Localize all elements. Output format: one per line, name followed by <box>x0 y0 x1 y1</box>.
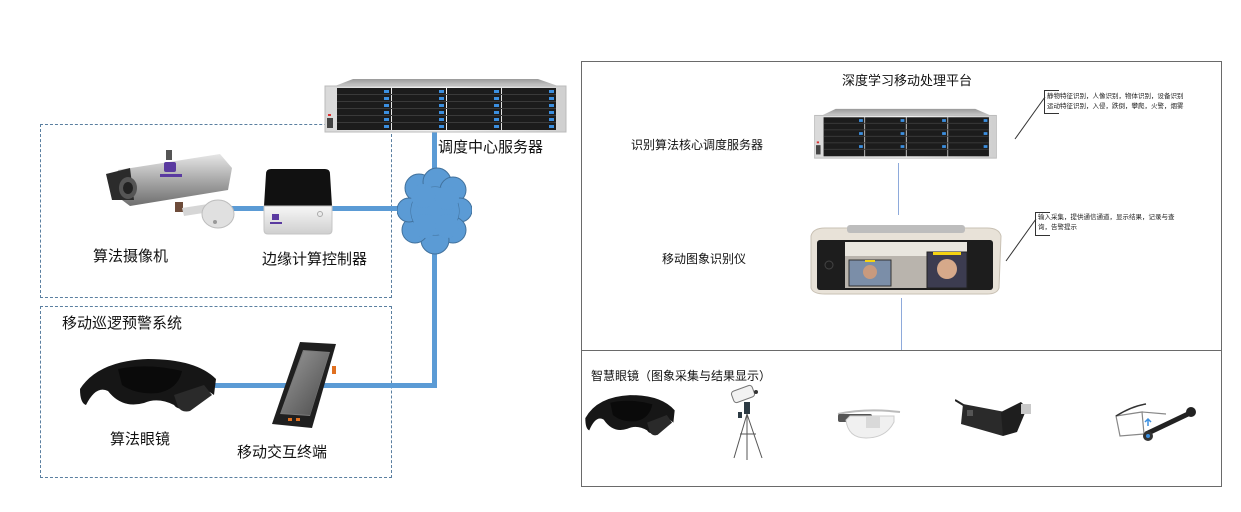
link-cloud-down <box>432 248 437 388</box>
bullet-camera-icon <box>100 148 240 233</box>
patrol-system-title: 移动巡逻预警系统 <box>62 314 183 332</box>
rack-server-icon <box>323 78 568 134</box>
smart-glasses-title: 智慧眼镜（图象采集与结果显示） <box>591 369 772 383</box>
algorithm-camera-label: 算法摄像机 <box>93 247 169 265</box>
platform-title: 深度学习移动处理平台 <box>842 74 973 89</box>
server-note-line-2: 运动特征识别，入侵，跌倒，攀爬，火警，烟雾 <box>1047 102 1184 110</box>
network-cloud-icon <box>397 166 472 256</box>
dispatch-server-label: 调度中心服务器 <box>438 138 544 156</box>
core-server-icon <box>813 108 998 160</box>
edge-controller-label: 边缘计算控制器 <box>262 250 368 268</box>
link-controller-cloud <box>330 206 410 211</box>
smart-glasses-icon <box>836 402 902 442</box>
server-callout-line <box>1014 96 1046 140</box>
camera-group-box <box>40 124 392 298</box>
algorithm-glasses-label: 算法眼镜 <box>110 430 171 448</box>
mobile-terminal-label: 移动交互终端 <box>237 443 328 461</box>
tripod-camera-icon <box>728 382 772 460</box>
rugged-phone-icon <box>270 338 340 430</box>
recognizer-callout-line <box>1005 218 1037 262</box>
link-server-cloud <box>432 130 437 175</box>
patrol-group-box <box>40 306 392 478</box>
ar-glasses-icon <box>584 392 676 438</box>
image-recognizer-device <box>805 224 1005 296</box>
smart-glasses-panel <box>581 350 1222 487</box>
recognizer-note-line-2: 询，告警提示 <box>1038 223 1077 231</box>
recognizer-callout-bracket <box>1035 212 1050 236</box>
link-bottom-horizontal <box>215 383 437 388</box>
image-recognizer-label: 移动图象识别仪 <box>662 252 747 266</box>
server-note-line-1: 静物特征识别，人像识别，物体识别，设备识别 <box>1047 92 1184 100</box>
ar-glasses-icon <box>78 355 218 415</box>
core-server-label: 识别算法核心调度服务器 <box>631 138 764 152</box>
recognizer-note-line-1: 输入采集，提供通信通道，显示结果，记录与查 <box>1038 213 1175 221</box>
camera-glasses-icon <box>1112 400 1202 446</box>
link-server-recognizer <box>898 163 899 215</box>
edge-box-icon <box>262 168 334 236</box>
server-callout-bracket <box>1044 90 1059 114</box>
link-recognizer-glasses <box>901 298 902 350</box>
link-camera-controller <box>228 206 264 211</box>
clip-camera-icon <box>955 398 1037 440</box>
